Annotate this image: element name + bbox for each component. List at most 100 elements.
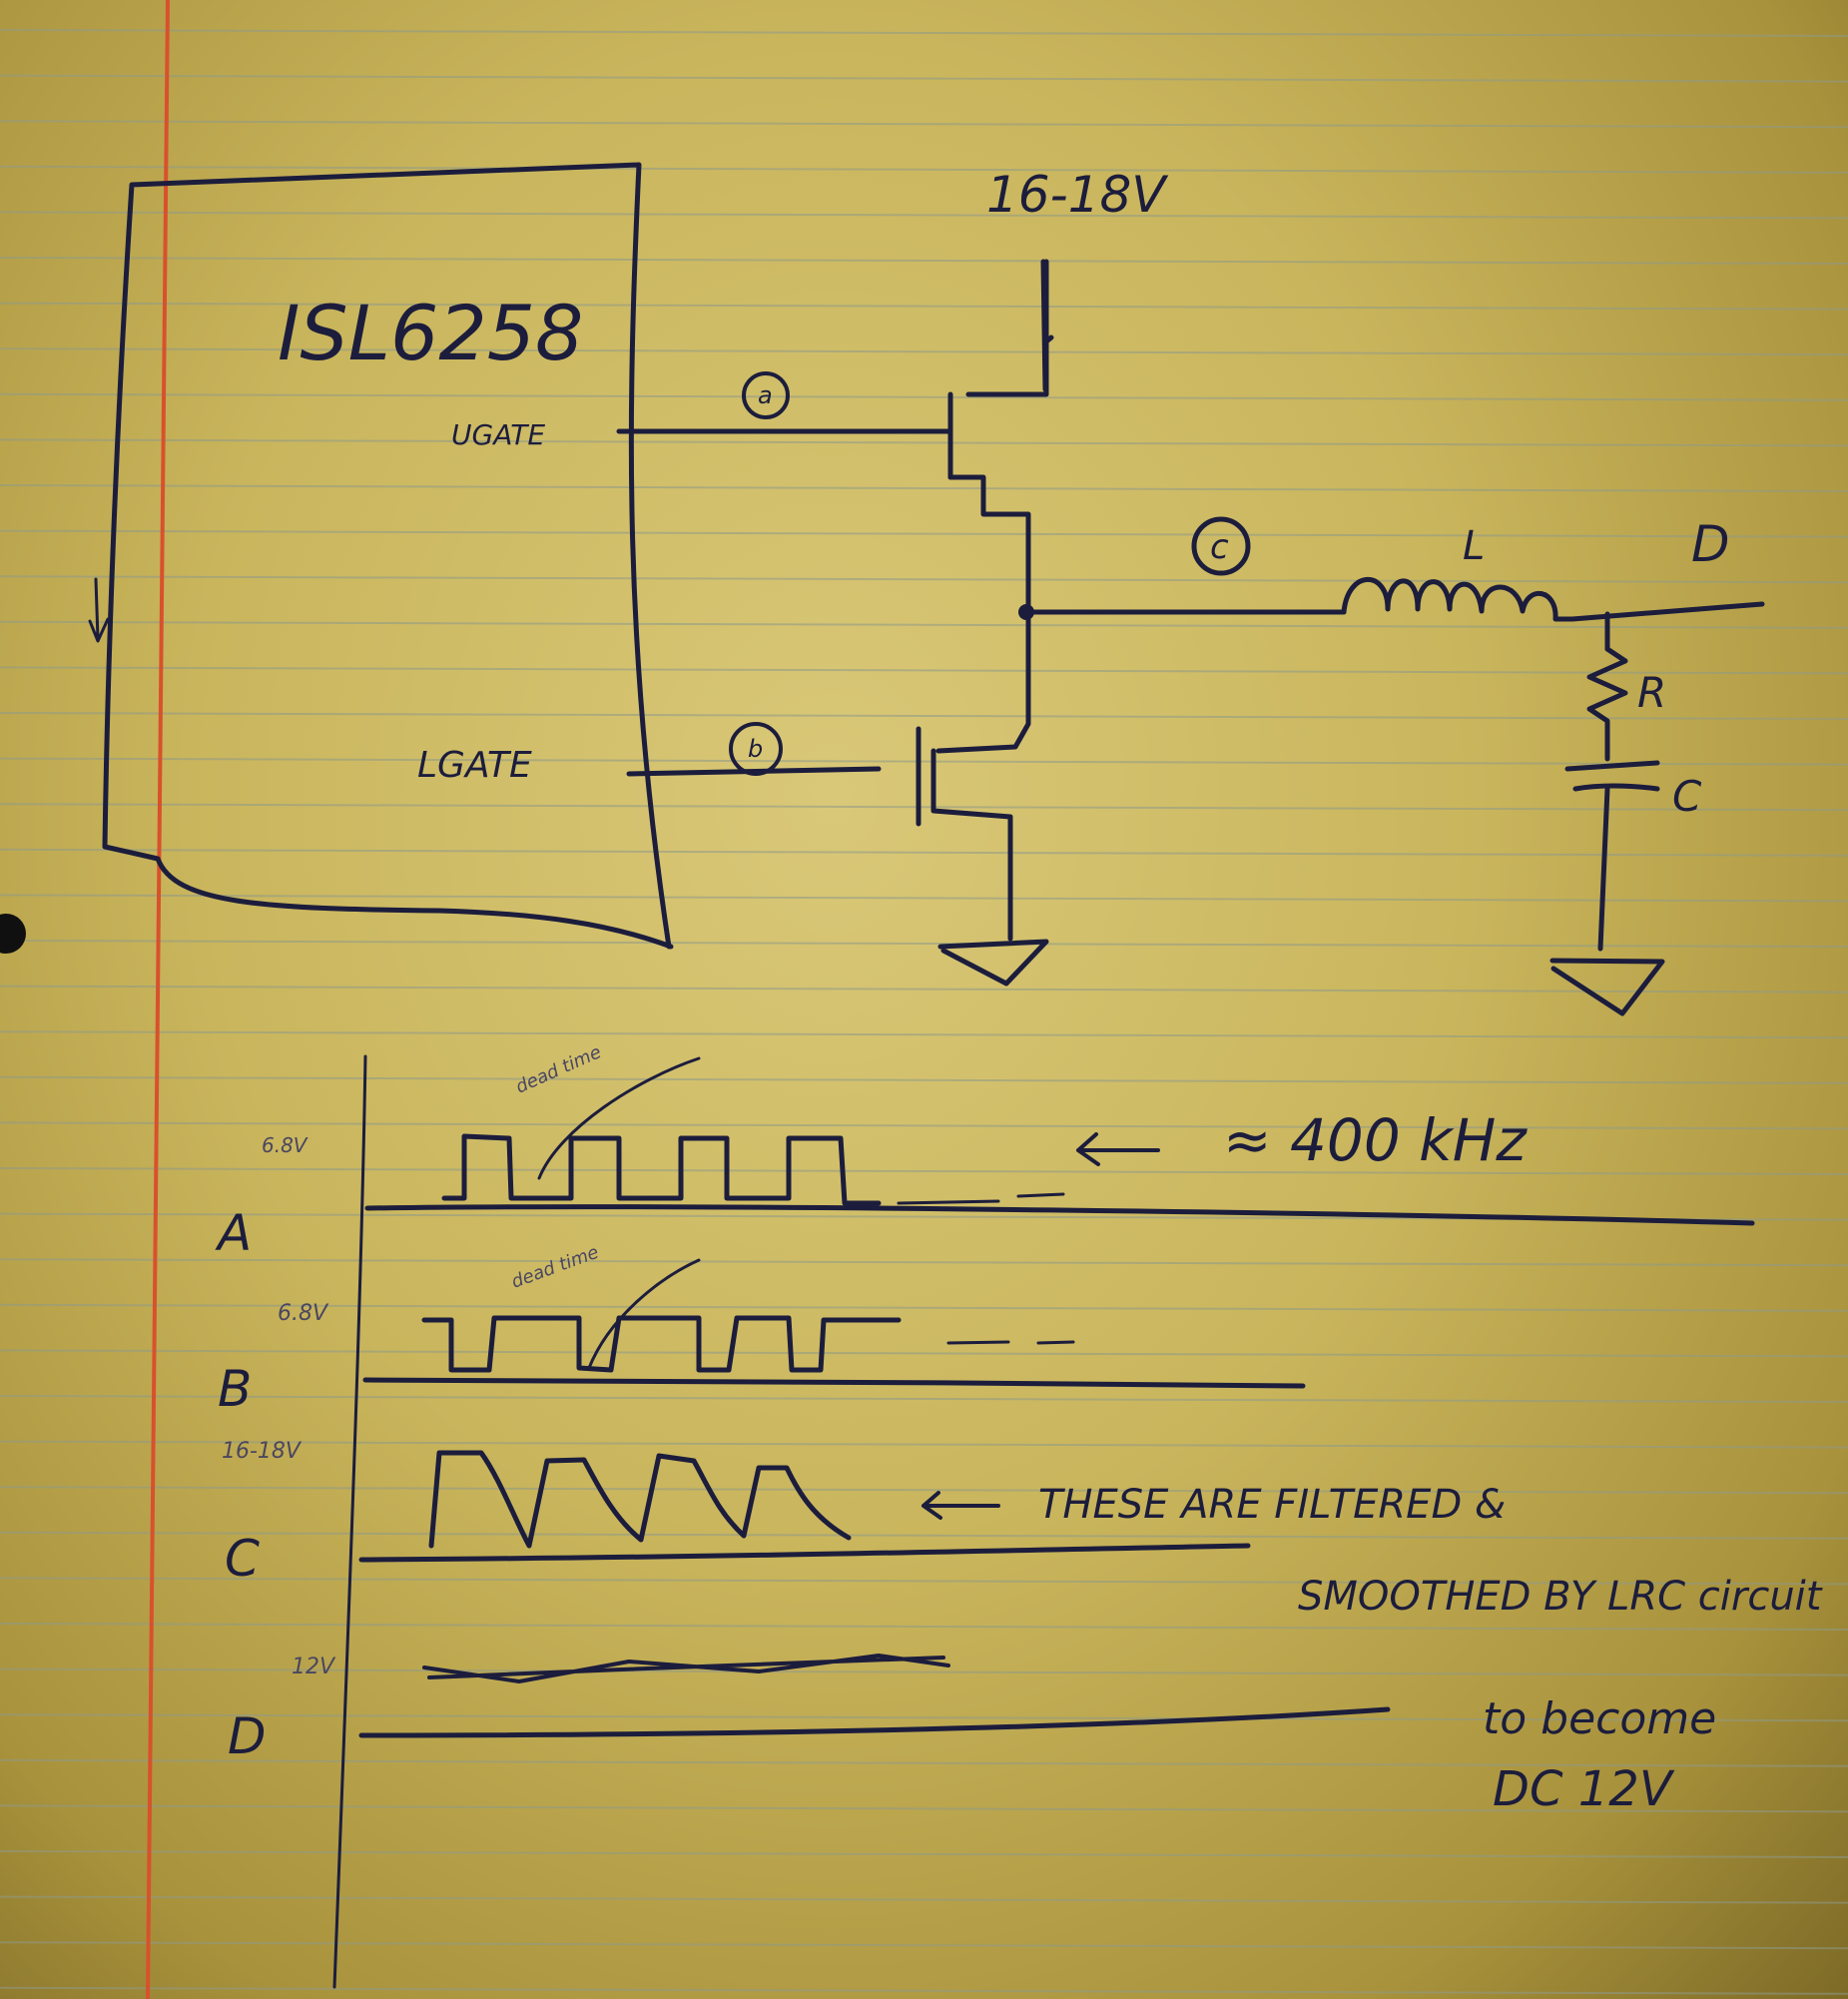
row-c-arrow xyxy=(922,1491,1000,1520)
filter-note-line-2: SMOOTHED BY LRC circuit xyxy=(1298,1574,1823,1620)
ruled-line xyxy=(0,894,1848,903)
row-a-trailing-dashes xyxy=(897,1192,1065,1205)
ruled-line xyxy=(0,1895,1848,1904)
lgate-pin-label: LGATE xyxy=(417,745,532,786)
row-b-level: 6.8V xyxy=(278,1301,329,1326)
filter-note-line-3: to become xyxy=(1483,1693,1716,1744)
ruled-line xyxy=(0,985,1848,994)
row-a-level: 6.8V xyxy=(262,1133,308,1157)
row-a-baseline xyxy=(364,1204,1755,1226)
row-b-trailing-dashes xyxy=(946,1340,1075,1345)
lgate-wire xyxy=(626,766,882,777)
binder-hole xyxy=(0,914,26,954)
row-c-label: C xyxy=(225,1530,260,1588)
row-d-ripple xyxy=(422,1654,950,1683)
ruled-line xyxy=(0,1121,1848,1130)
ruled-lines xyxy=(0,29,1848,1995)
low-side-drain-wire xyxy=(935,609,1031,754)
ruled-line xyxy=(0,438,1848,447)
ruled-line xyxy=(0,1713,1848,1722)
node-b-marker xyxy=(729,722,783,776)
resistor-zigzag xyxy=(1586,646,1628,762)
capacitor-label: C xyxy=(1672,772,1702,821)
ruled-line xyxy=(0,575,1848,584)
row-c-waveform xyxy=(428,1450,852,1549)
row-c-baseline xyxy=(358,1543,1251,1563)
ruled-line xyxy=(0,347,1848,356)
ruled-line xyxy=(0,257,1848,265)
ruled-line xyxy=(0,302,1848,311)
frequency-arrow xyxy=(1076,1132,1160,1166)
ruled-line xyxy=(0,1623,1848,1631)
ruled-line xyxy=(0,666,1848,675)
ruled-line xyxy=(0,1531,1848,1540)
ruled-line xyxy=(0,1804,1848,1813)
ruled-line xyxy=(0,1258,1848,1267)
row-d-level: 12V xyxy=(292,1655,336,1679)
row-a-waveform xyxy=(441,1133,882,1206)
ruled-line xyxy=(0,1577,1848,1586)
capacitor-plates xyxy=(1564,760,1660,792)
node-c-marker xyxy=(1191,516,1251,576)
ugate-pin-label: UGATE xyxy=(451,418,545,451)
frequency-note: ≈ 400 kHz xyxy=(1223,1106,1528,1174)
filter-note-line-4: DC 12V xyxy=(1493,1761,1675,1817)
ruled-line xyxy=(0,1349,1848,1358)
row-d-baseline xyxy=(358,1706,1391,1738)
row-a-dead-time-arrow xyxy=(537,1056,701,1180)
ruled-line xyxy=(0,1075,1848,1084)
ruled-line xyxy=(0,1440,1848,1449)
ground-symbol-switch xyxy=(937,939,1049,987)
row-c-level: 16-18V xyxy=(222,1439,303,1464)
row-b-dead-time-note: dead time xyxy=(509,1242,602,1293)
ruled-line xyxy=(0,74,1848,83)
row-a-dead-time-note: dead time xyxy=(512,1041,604,1097)
node-a-marker xyxy=(742,371,790,419)
ruled-line xyxy=(0,1395,1848,1403)
inductor-coil xyxy=(1341,576,1765,622)
controller-chip-box xyxy=(88,162,674,950)
ground-symbol-filter xyxy=(1549,958,1665,1016)
inductor-label: L xyxy=(1463,523,1485,569)
ruled-line xyxy=(0,1758,1848,1767)
ruled-line xyxy=(0,1167,1848,1175)
ruled-line xyxy=(0,1486,1848,1495)
margin-line xyxy=(146,0,170,1999)
low-side-mosfet xyxy=(916,726,1013,942)
capacitor-to-ground-wire xyxy=(1597,786,1610,952)
waveform-time-axis xyxy=(332,1054,367,1989)
ruled-line xyxy=(0,120,1848,129)
ruled-line xyxy=(0,712,1848,720)
ruled-line xyxy=(0,1030,1848,1039)
ruled-line xyxy=(0,29,1848,37)
node-c-label: c xyxy=(1210,527,1229,567)
row-b-label: B xyxy=(218,1360,252,1418)
ruled-line xyxy=(0,757,1848,766)
ruled-line xyxy=(0,1850,1848,1858)
ruled-line xyxy=(0,165,1848,174)
ruled-line xyxy=(0,529,1848,538)
ruled-line xyxy=(0,620,1848,629)
ruled-line xyxy=(0,803,1848,812)
row-b-waveform xyxy=(421,1315,902,1373)
ruled-line xyxy=(0,940,1848,948)
ruled-line xyxy=(0,848,1848,857)
output-node-label: D xyxy=(1691,515,1730,573)
high-side-mosfet xyxy=(947,259,1054,610)
resistor-label: R xyxy=(1637,668,1666,717)
ruled-line xyxy=(0,484,1848,492)
row-b-baseline xyxy=(362,1377,1306,1389)
supply-wire xyxy=(1040,259,1048,392)
chip-name: ISL6258 xyxy=(278,289,583,377)
row-b-dead-time-arrow xyxy=(587,1258,701,1370)
row-d-label: D xyxy=(228,1707,267,1765)
node-b-label: b xyxy=(748,735,763,763)
ruled-line xyxy=(0,1303,1848,1312)
row-a-label: A xyxy=(215,1204,252,1262)
ruled-line xyxy=(0,1667,1848,1676)
ruled-line xyxy=(0,1986,1848,1995)
node-a-label: a xyxy=(758,381,773,409)
ruled-line xyxy=(0,211,1848,220)
